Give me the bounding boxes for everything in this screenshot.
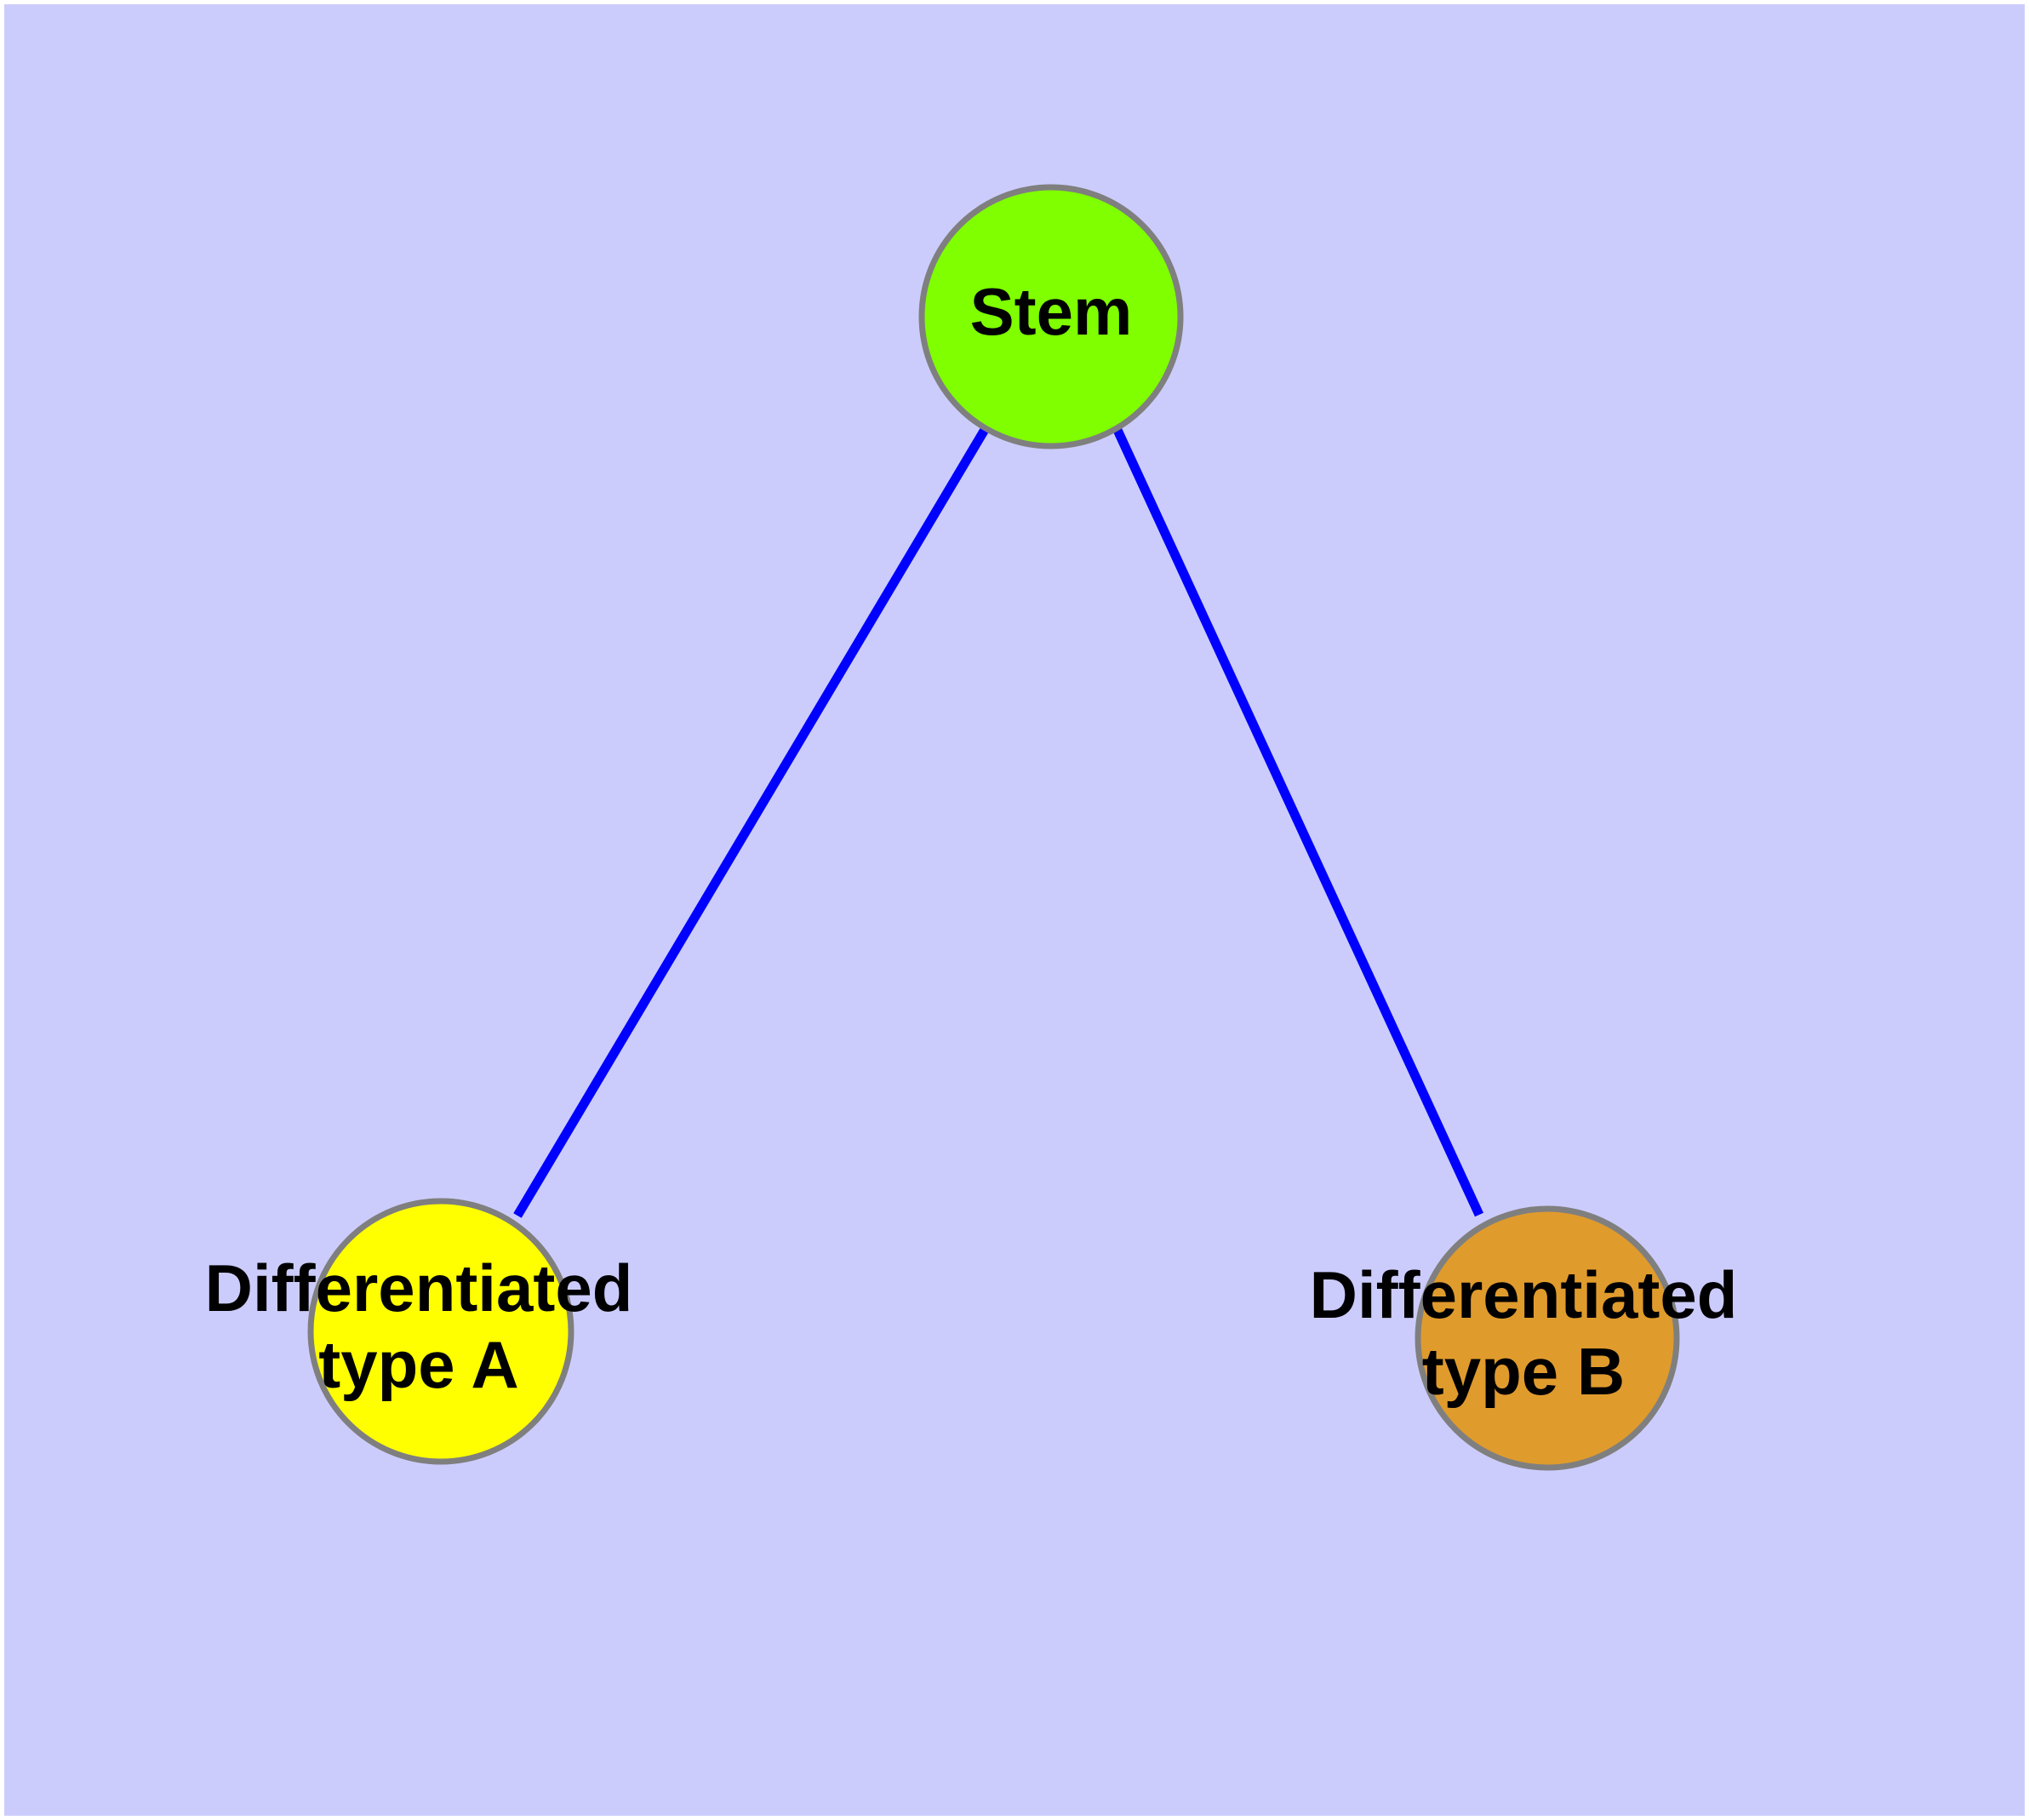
node-stem-label: Stem — [970, 274, 1133, 349]
node-differentiated-type-b-circle[interactable] — [1415, 1205, 1680, 1471]
edge-stem-to-differentiated-type-b[interactable] — [1112, 426, 1483, 1217]
node-differentiated-type-a-circle[interactable] — [307, 1198, 574, 1465]
edges-layer — [513, 426, 1483, 1218]
edge-stem-to-differentiated-type-a[interactable] — [513, 426, 990, 1218]
node-stem-circle[interactable] — [918, 184, 1184, 449]
node-stem[interactable]: Stem — [918, 184, 1184, 449]
